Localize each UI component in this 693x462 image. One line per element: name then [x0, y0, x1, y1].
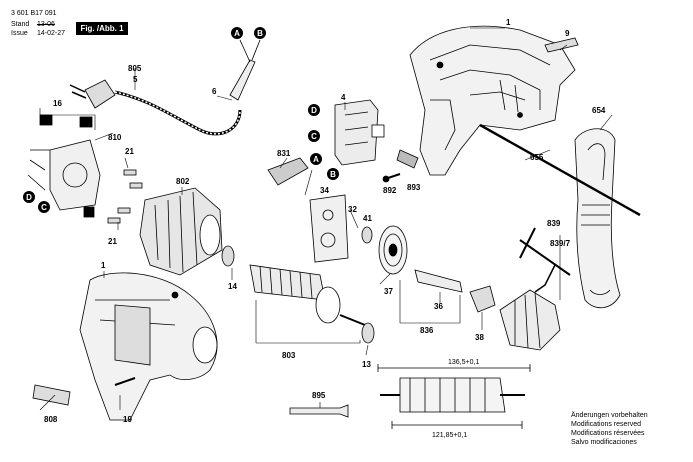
part-number-654: 654 [592, 106, 606, 115]
drill-chuck-part [469, 285, 561, 351]
chuck-key-part [519, 227, 571, 293]
part-number-893: 893 [407, 183, 421, 192]
callout-b-switch: B [327, 168, 339, 180]
part-number-803: 803 [282, 351, 296, 360]
callout-b-cord: B [254, 27, 266, 39]
switch-part [334, 99, 385, 166]
note-line: Modifications réservées [571, 430, 645, 437]
figure-label: Fig. /Abb. 1 [76, 22, 128, 35]
callout-a-switch: A [310, 153, 322, 165]
part-number-36: 36 [434, 302, 443, 311]
knob-893-part [396, 149, 419, 169]
screw-19-part [114, 377, 136, 386]
part-number-839-7: 839/7 [550, 239, 571, 248]
power-cord-part [69, 39, 261, 136]
callout-c-switch: C [308, 130, 320, 142]
leader-lines [39, 27, 613, 411]
callout-letter: C [41, 203, 47, 212]
part-number-831: 831 [277, 149, 291, 158]
callout-letter: A [234, 29, 240, 38]
part-number-9: 9 [565, 29, 570, 38]
label-808-part [32, 384, 71, 406]
part-9-shape [544, 37, 579, 53]
note-line: Modifications reserved [571, 421, 642, 428]
callout-letter: A [313, 155, 319, 164]
part-number-16: 16 [53, 99, 62, 108]
cover-831-part [267, 157, 309, 186]
part-number-805: 805 [128, 64, 142, 73]
stand-value: 13-06 [37, 21, 55, 28]
screw-892-part [387, 173, 401, 179]
armature-part [221, 245, 375, 344]
callout-letter: D [26, 193, 32, 202]
part-number-655: 655 [530, 153, 544, 162]
part-number-839: 839 [547, 219, 561, 228]
callout-c-brush: C [38, 201, 50, 213]
callout-d-switch: D [308, 104, 320, 116]
part-number-1-left: 1 [101, 261, 106, 270]
issue-label: Issue [11, 30, 28, 37]
part-number-895: 895 [312, 391, 326, 400]
part-number-34: 34 [320, 186, 329, 195]
issue-value: 14-02-27 [37, 30, 66, 37]
carbon-brushes-part [107, 169, 143, 224]
part-number-13: 13 [362, 360, 371, 369]
part-number-808: 808 [44, 415, 58, 424]
part-number-21-bottom: 21 [108, 237, 117, 246]
part-number-19: 19 [123, 415, 132, 424]
part-number-802: 802 [176, 177, 190, 186]
brush-holder-part [27, 114, 101, 218]
grease-tube-part [289, 404, 349, 418]
housing-top-part [409, 25, 576, 176]
armature-dimension-drawing [377, 364, 531, 429]
part-number-1-top: 1 [506, 18, 511, 27]
dimension-overall-length: 136,5+0,1 [448, 359, 479, 366]
doc-number: 3 601 B17 091 [11, 10, 57, 17]
callout-a-cord: A [231, 27, 243, 39]
part-number-32: 32 [348, 205, 357, 214]
part-number-41: 41 [363, 214, 372, 223]
revision-notes: Änderungen vorbehalten Modifications res… [571, 411, 648, 447]
part-number-892: 892 [383, 186, 397, 195]
part-labels: 1 9 654 655 839 839/7 4 831 802 16 810 8… [44, 18, 606, 424]
part-number-14: 14 [228, 282, 237, 291]
part-number-5: 5 [133, 75, 138, 84]
part-number-21-top: 21 [125, 147, 134, 156]
part-number-4: 4 [341, 93, 346, 102]
housing-left-part [79, 272, 218, 421]
callout-letter: B [257, 29, 263, 38]
gear-part [378, 225, 408, 275]
dimension-inner-length: 121,85+0,1 [432, 432, 467, 439]
callout-letter: B [330, 170, 336, 179]
side-handle-part [574, 128, 621, 309]
callout-letter: D [311, 106, 317, 115]
depth-rod-part [479, 123, 641, 217]
note-line: Salvo modificaciones [571, 439, 637, 446]
spindle-part [414, 269, 463, 293]
callout-d-brush: D [23, 191, 35, 203]
part-number-37: 37 [384, 287, 393, 296]
part-number-38: 38 [475, 333, 484, 342]
callouts: A B D C A B D [23, 27, 339, 213]
callout-letter: C [311, 132, 317, 141]
stand-label: Stand [11, 21, 30, 28]
part-number-836: 836 [420, 326, 434, 335]
part-number-810: 810 [108, 133, 122, 142]
bearing-plate-part [309, 194, 349, 263]
note-line: Änderungen vorbehalten [571, 412, 648, 419]
field-coil-part [139, 187, 223, 276]
part-number-6: 6 [212, 87, 217, 96]
small-gear-part [361, 226, 373, 244]
